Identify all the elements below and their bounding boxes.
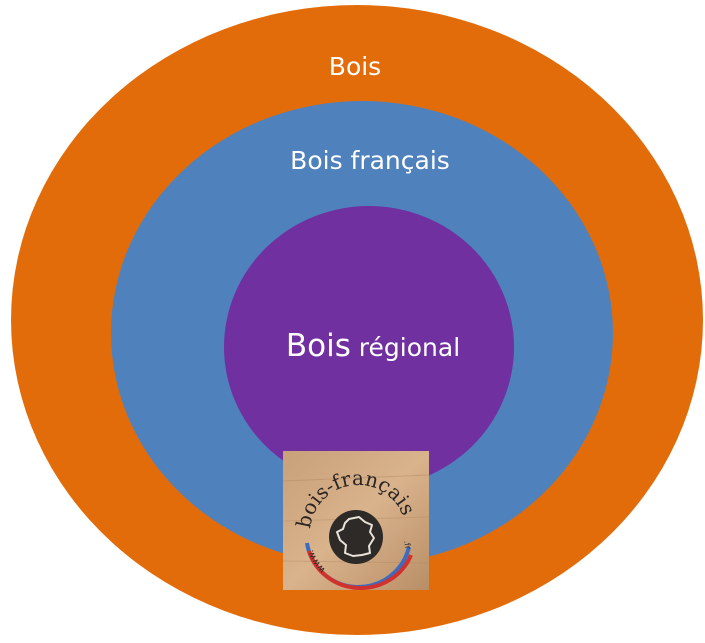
logo-tld: .fr (402, 540, 412, 551)
inner-circle-label: Bois régional (286, 331, 460, 362)
inner-circle-label-rest: régional (350, 333, 461, 362)
bois-francais-logo: bois-français www. .fr (283, 451, 429, 590)
middle-circle-label: Bois français (290, 146, 450, 175)
inner-circle-label-main: Bois (285, 328, 351, 364)
inner-circle-bois-regional (224, 206, 514, 488)
france-map-icon (336, 516, 375, 557)
outer-circle-label: Bois (328, 52, 382, 81)
